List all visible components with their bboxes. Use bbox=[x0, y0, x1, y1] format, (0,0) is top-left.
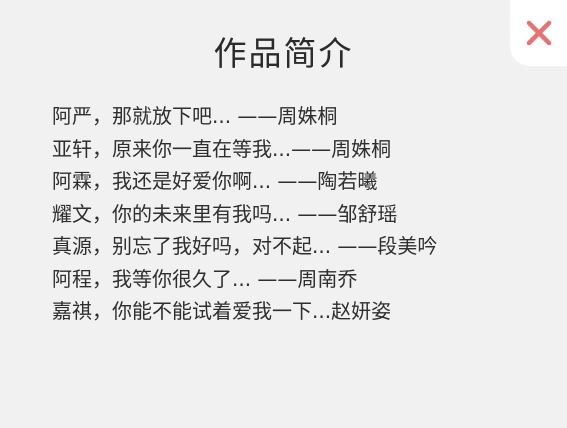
intro-line: 亚轩，原来你一直在等我...——周姝桐 bbox=[52, 136, 392, 161]
close-button[interactable] bbox=[510, 0, 567, 66]
dialog-title: 作品简介 bbox=[213, 34, 354, 73]
intro-line: 阿霖，我还是好爱你啊... ——陶若曦 bbox=[52, 169, 378, 193]
intro-list: 阿严，那就放下吧... ——周姝桐 亚轩，原来你一直在等我...——周姝桐 阿霖… bbox=[52, 100, 437, 328]
intro-line: 阿严，那就放下吧... ——周姝桐 bbox=[52, 104, 338, 128]
intro-line: 耀文，你的未来里有我吗... ——邹舒瑶 bbox=[52, 201, 398, 226]
close-x-icon bbox=[526, 20, 551, 46]
intro-line: 嘉祺，你能不能试着爱我一下...赵妍姿 bbox=[52, 299, 392, 323]
intro-line: 真源，别忘了我好吗，对不起... ——段美吟 bbox=[52, 234, 438, 258]
intro-line: 阿程，我等你很久了... ——周南乔 bbox=[52, 266, 358, 291]
